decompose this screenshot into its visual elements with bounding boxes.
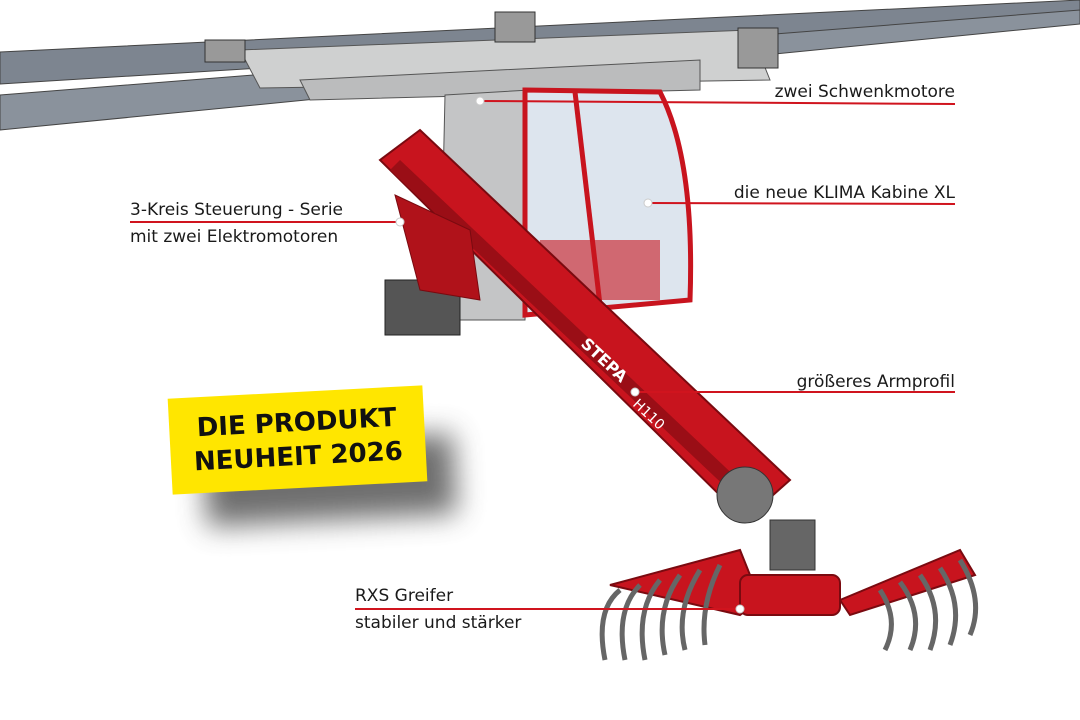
rxs-grapple: [599, 548, 979, 661]
callout-dots: [395, 96, 745, 614]
new-product-badge: DIE PRODUKT NEUHEIT 2026: [167, 385, 428, 495]
callout-arm-profile: größeres Armprofil: [796, 372, 955, 392]
callout-control-line1: 3-Kreis Steuerung - Serie: [130, 200, 343, 220]
callout-cabin: die neue KLIMA Kabine XL: [733, 183, 955, 203]
callout-grapple-line2: stabiler und stärker: [355, 613, 522, 633]
callout-control-line2: mit zwei Elektromotoren: [130, 227, 339, 247]
callout-swivel-motors: zwei Schwenkmotore: [774, 82, 955, 102]
callout-lines: [130, 100, 956, 610]
callout-grapple-line1: RXS Greifer: [355, 586, 454, 606]
